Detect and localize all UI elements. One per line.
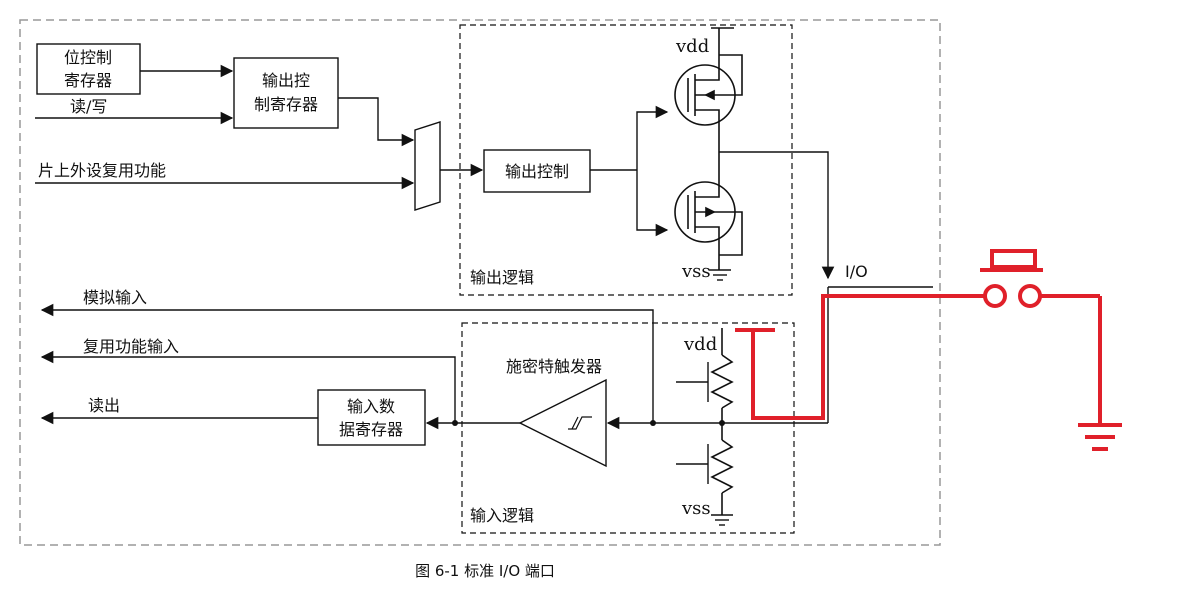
input-data-register-line1: 输入数: [347, 397, 395, 416]
analog-input-label: 模拟输入: [83, 288, 147, 307]
pulldown-resistor: [710, 423, 734, 515]
vss-top-label: vss: [681, 261, 711, 282]
output-logic-region: [459, 24, 793, 296]
output-control-register-line1: 输出控: [262, 71, 310, 90]
gate-wire-top: [636, 105, 669, 170]
input-logic-label: 输入逻辑: [470, 506, 534, 525]
io-label: I/O: [845, 262, 868, 281]
pullup-switch: [676, 362, 709, 402]
read-write-label: 读/写: [70, 97, 107, 116]
nmos-transistor: [674, 160, 743, 270]
junction-resistors: [719, 420, 725, 426]
output-to-io-wire: [719, 151, 835, 280]
figure-caption: 图 6-1 标准 I/O 端口: [415, 562, 555, 580]
push-button-icon: [980, 249, 1043, 272]
bit-control-register-line2: 寄存器: [64, 71, 112, 90]
read-out-label: 读出: [88, 396, 120, 415]
bit-control-register-line1: 位控制: [64, 48, 112, 67]
schmitt-trigger: [518, 378, 607, 468]
output-control-block: 输出控制: [483, 149, 591, 193]
peripheral-alt-func-label: 片上外设复用功能: [38, 161, 166, 180]
output-control-text: 输出控制: [505, 162, 569, 181]
output-multiplexer: [414, 121, 441, 211]
schmitt-trigger-label: 施密特触发器: [506, 357, 602, 376]
output-logic-label: 输出逻辑: [470, 268, 534, 287]
input-logic-region: [461, 322, 795, 534]
alt-func-input-label: 复用功能输入: [83, 337, 179, 356]
input-data-register-line2: 据寄存器: [339, 420, 403, 439]
alt-func-input-wire: [40, 350, 456, 423]
ground-symbol-output: [709, 269, 731, 281]
output-control-register-line2: 制寄存器: [254, 95, 318, 114]
pulldown-switch: [676, 444, 709, 484]
analog-input-wire: [40, 303, 654, 423]
input-data-register: 输入数 据寄存器: [317, 389, 426, 446]
hysteresis-icon: [568, 416, 592, 430]
bit-control-register: 位控制 寄存器: [36, 43, 141, 95]
port-boundary: [19, 19, 941, 546]
gate-wire-bottom: [636, 170, 669, 237]
vdd-bottom-label: vdd: [683, 334, 717, 355]
output-reg-to-mux-wire: [338, 97, 415, 147]
output-control-register: 输出控 制寄存器: [233, 57, 339, 129]
vdd-top-label: vdd: [675, 36, 709, 57]
vss-bottom-label: vss: [681, 498, 711, 519]
pmos-transistor: [674, 27, 743, 160]
ground-symbol-input: [711, 514, 733, 526]
external-button-circuit: [735, 284, 1122, 451]
